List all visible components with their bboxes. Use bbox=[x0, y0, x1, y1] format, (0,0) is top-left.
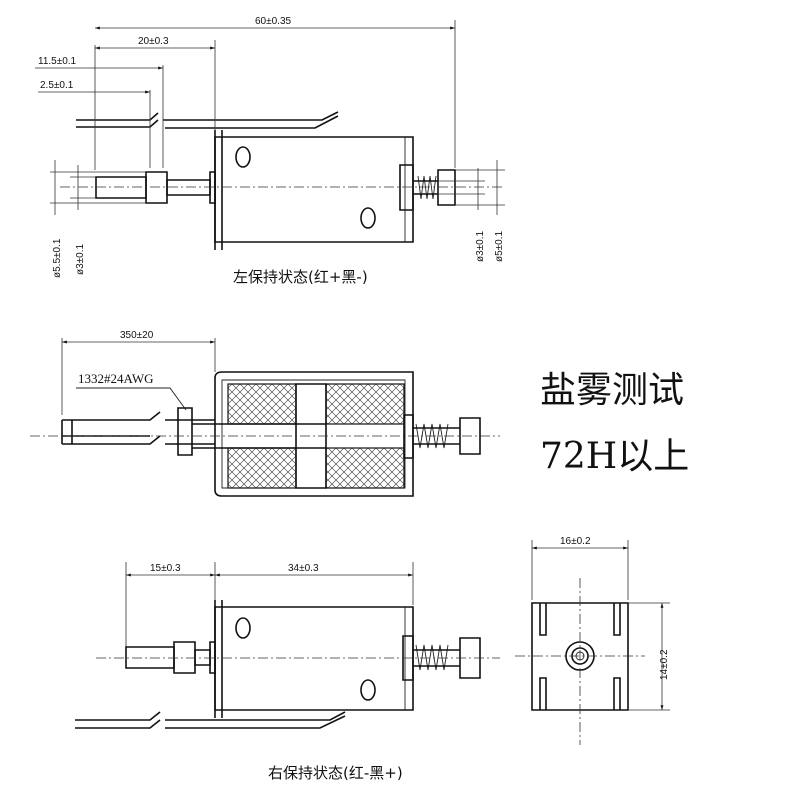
section-frame-inner bbox=[221, 379, 406, 489]
lead-wire-ends bbox=[61, 420, 73, 444]
coil-right-lower bbox=[325, 447, 405, 489]
bottom-bracket bbox=[214, 600, 223, 718]
section-spring-plate bbox=[403, 414, 414, 459]
dim-v-extension-right bbox=[438, 169, 505, 206]
wire-clip bbox=[177, 407, 193, 456]
end-view-bracket-tabs bbox=[539, 603, 621, 710]
left-hold-caption: 左保持状态(红+黑-) bbox=[233, 268, 368, 286]
bracket-outline bbox=[214, 130, 223, 250]
plunger-shaft bbox=[166, 179, 211, 196]
dim-plunger-to-body-text: 20±0.3 bbox=[138, 36, 169, 47]
salt-spray-note-line2: 72H以上 bbox=[540, 436, 689, 477]
section-rear-shaft bbox=[413, 427, 460, 445]
dim-rear-shaft-diameter-text: ø3±0.1 bbox=[475, 231, 486, 262]
dim-body-length-text: 34±0.3 bbox=[288, 563, 319, 574]
lead-wire-upper bbox=[76, 112, 159, 128]
dim-overall-length-text: 60±0.35 bbox=[255, 16, 292, 27]
mount-hole-bottom bbox=[360, 207, 376, 229]
bottom-frame-body bbox=[214, 606, 414, 711]
end-view: 16±0.2 14±0.2 bbox=[515, 536, 670, 745]
section-view: 350±20 1332#24AWG 盐雾测试 72H以上 bbox=[30, 330, 689, 497]
magnet-block bbox=[295, 383, 327, 489]
coil-right-upper bbox=[325, 383, 405, 425]
dim-plunger-offset-text: 11.5±0.1 bbox=[38, 56, 77, 67]
section-spring bbox=[415, 423, 449, 449]
dim-plunger-stroke-text: 15±0.3 bbox=[150, 563, 181, 574]
section-frame bbox=[214, 371, 414, 497]
section-rear-nut bbox=[459, 417, 481, 455]
bottom-rear-nut bbox=[459, 637, 481, 679]
bottom-spring bbox=[415, 644, 449, 671]
frame-body bbox=[214, 136, 414, 243]
bottom-plunger-shaft bbox=[194, 649, 211, 666]
end-view-centerlines bbox=[515, 578, 645, 745]
bottom-plunger-tip bbox=[125, 646, 175, 669]
dim-end-width-text: 16±0.2 bbox=[560, 536, 591, 547]
bottom-spring-plate bbox=[402, 635, 414, 681]
plunger-collar bbox=[145, 171, 168, 204]
coil-left-upper bbox=[227, 383, 297, 425]
mount-hole-top bbox=[235, 146, 251, 168]
right-hold-caption: 右保持状态(红-黑+) bbox=[268, 764, 403, 782]
dim-wire-length-text: 350±20 bbox=[120, 330, 154, 341]
dim-tip-length-text: 2.5±0.1 bbox=[40, 80, 74, 91]
end-view-width-extension bbox=[531, 540, 629, 600]
bottom-plunger-flange bbox=[209, 641, 216, 674]
bottom-mount-hole-bottom bbox=[360, 679, 376, 701]
left-hold-view: 60±0.35 20±0.3 11.5±0.1 2.5±0.1 ø5.5±0.1… bbox=[35, 16, 505, 286]
lead-wire-lower bbox=[163, 111, 339, 129]
rear-shaft bbox=[413, 180, 438, 195]
dim-rear-cap-diameter-text: ø5±0.1 bbox=[494, 231, 505, 262]
dim-tip-diameter-text: ø3±0.1 bbox=[75, 244, 86, 275]
rear-spring bbox=[417, 175, 437, 200]
rear-nut bbox=[437, 169, 456, 206]
plunger-flange bbox=[209, 171, 216, 204]
salt-spray-note-line1: 盐雾测试 bbox=[540, 370, 684, 411]
dim-extension-lines bbox=[94, 20, 456, 170]
dim-plunger-diameter-text: ø5.5±0.1 bbox=[52, 238, 63, 278]
bottom-plunger-collar bbox=[173, 641, 196, 674]
plunger-tip bbox=[95, 176, 147, 199]
dim-v-extension-left bbox=[50, 171, 146, 204]
rear-cap-plate bbox=[399, 164, 414, 211]
wire-spec-label: 1332#24AWG bbox=[78, 371, 154, 386]
section-plunger bbox=[192, 423, 326, 449]
bottom-mount-hole-top bbox=[235, 617, 251, 639]
right-hold-view: 15±0.3 34±0.3 右保持状态(红-黑+) bbox=[75, 562, 500, 782]
bottom-rear-shaft bbox=[413, 649, 460, 667]
wire-spec-leader bbox=[76, 387, 187, 411]
dim-wire-extension bbox=[61, 338, 216, 415]
dim-bottom-extension bbox=[125, 562, 414, 655]
coil-left-lower bbox=[227, 447, 297, 489]
dim-end-height-text: 14±0.2 bbox=[659, 649, 670, 680]
bottom-lead-wires bbox=[75, 711, 346, 729]
